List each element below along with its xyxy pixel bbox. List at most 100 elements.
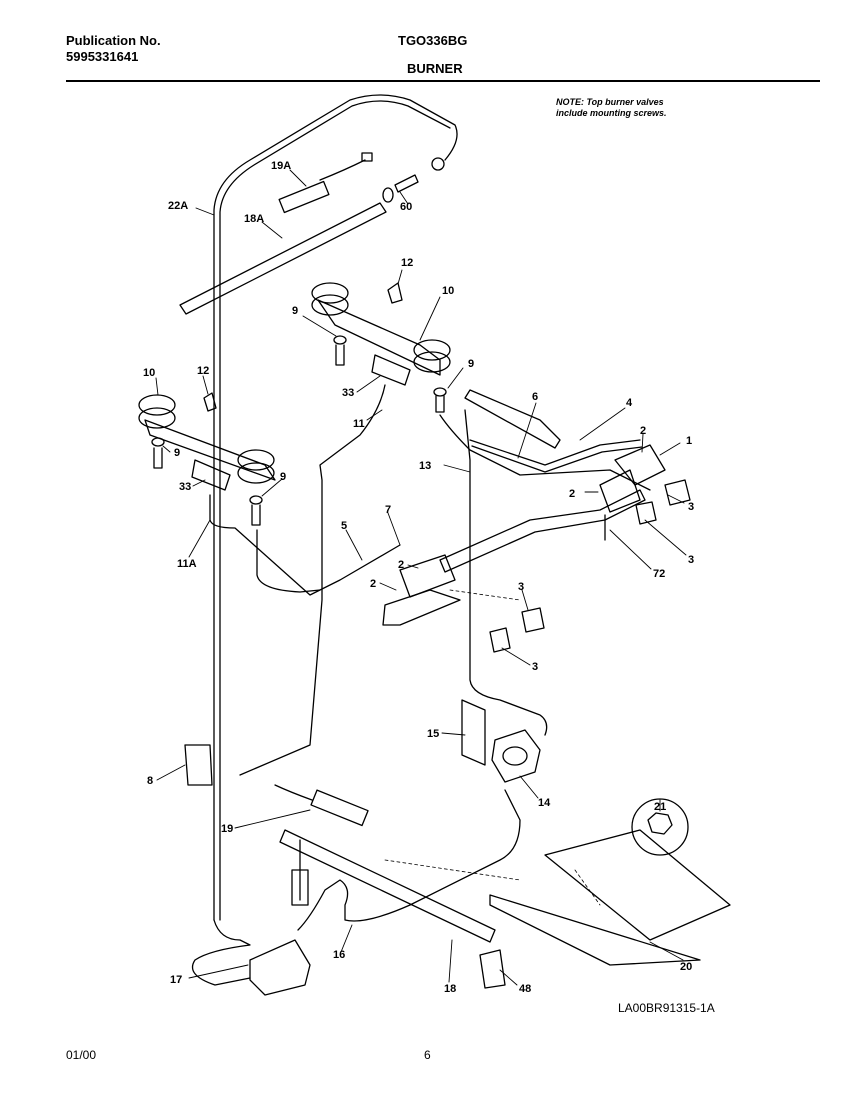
- burner-head-upper-left-base: [311, 294, 349, 316]
- tube-18a: [179, 202, 387, 315]
- bracket-clip-12a: [387, 282, 403, 304]
- orifice-60: [382, 187, 394, 203]
- label-22a: 22A: [168, 200, 188, 212]
- label-3-a: 3: [688, 501, 694, 513]
- tube-11a: [209, 494, 401, 596]
- label-4: 4: [626, 397, 633, 409]
- manifold-valve-1: [614, 444, 666, 486]
- label-20: 20: [680, 961, 692, 973]
- label-60: 60: [400, 201, 412, 213]
- burner-head-lower-left: [138, 394, 176, 416]
- label-2-a: 2: [640, 425, 646, 437]
- label-3-c: 3: [518, 581, 524, 593]
- orifice-fitting: [394, 174, 419, 193]
- orifice-9a-stem: [335, 344, 345, 366]
- bracket-33b: [191, 459, 231, 491]
- label-18: 18: [444, 983, 456, 995]
- label-19a: 19A: [271, 160, 291, 172]
- label-11: 11: [353, 418, 365, 430]
- bake-burner-bracket-48: [479, 949, 506, 989]
- orifice-9b-stem: [435, 395, 445, 413]
- knob-3d: [489, 627, 511, 653]
- bracket-33a: [371, 354, 411, 386]
- label-9-b: 9: [468, 358, 474, 370]
- label-9-c: 9: [174, 447, 180, 459]
- label-12-upper: 12: [401, 257, 413, 269]
- valve-body-lower: [399, 554, 456, 598]
- orifice-9b: [433, 387, 447, 397]
- label-48: 48: [519, 983, 531, 995]
- bake-burner-18: [279, 829, 496, 943]
- burner-head-lower-left-base: [138, 407, 176, 429]
- burner-head-upper-right-base: [413, 351, 451, 373]
- label-33-upper: 33: [342, 387, 354, 399]
- footer-page: 6: [424, 1048, 431, 1062]
- label-3-b: 3: [688, 554, 694, 566]
- burner-bracket-upper: [317, 299, 441, 376]
- label-7: 7: [385, 504, 391, 516]
- bake-burner-18-c: [291, 869, 309, 906]
- label-72: 72: [653, 568, 665, 580]
- model-number: TGO336BG: [398, 33, 468, 48]
- valve-bracket-lower: [382, 589, 461, 626]
- valve-note-line1: NOTE: Top burner valves: [556, 97, 664, 107]
- orifice-9a: [333, 335, 347, 345]
- burner-bracket-lower: [144, 419, 276, 481]
- leader-lines: [155, 169, 687, 986]
- label-8: 8: [147, 775, 153, 787]
- publication-label: Publication No.: [66, 33, 161, 48]
- tube-11a-b: [256, 529, 321, 593]
- tube-4: [469, 439, 641, 466]
- header-rule: [66, 80, 820, 82]
- label-2-c: 2: [398, 559, 404, 571]
- valve-note: NOTE: Top burner valves include mounting…: [556, 97, 667, 119]
- label-10-lower: 10: [143, 367, 155, 379]
- tube-6: [464, 409, 548, 736]
- label-11a: 11A: [177, 558, 197, 570]
- tube-11: [239, 384, 386, 776]
- valve-note-line2: include mounting screws.: [556, 108, 667, 118]
- label-15: 15: [427, 728, 439, 740]
- flame-spreader-20-top: [544, 829, 731, 941]
- label-33-lower: 33: [179, 481, 191, 493]
- igniter-19a-lead: [319, 159, 366, 181]
- igniter-19a-plug: [361, 152, 373, 162]
- oven-valve-17: [249, 939, 311, 996]
- igniter-19: [310, 789, 369, 827]
- label-10-upper: 10: [442, 285, 454, 297]
- burner-head-lower-right-base: [237, 462, 275, 484]
- label-19: 19: [221, 823, 233, 835]
- publication-number: 5995331641: [66, 49, 139, 64]
- burner-head-upper-right: [413, 339, 451, 361]
- label-17: 17: [170, 974, 182, 986]
- knob-3c: [521, 607, 545, 633]
- label-2-b: 2: [569, 488, 575, 500]
- nut-21: [647, 812, 673, 835]
- supply-tube-22a-inner: [219, 100, 451, 921]
- flame-spreader-20: [489, 894, 701, 966]
- orifice-9c: [151, 437, 165, 447]
- label-5: 5: [341, 520, 347, 532]
- knob-3b: [635, 501, 657, 525]
- label-21: 21: [654, 801, 666, 813]
- label-12-lower: 12: [197, 365, 209, 377]
- orifice-9c-stem: [153, 447, 163, 469]
- igniter-19a: [278, 180, 330, 214]
- regulator-14: [491, 729, 541, 783]
- oven-burner-tube: [464, 389, 561, 449]
- nut-21-callout: [631, 798, 689, 856]
- regulator-bracket-15: [461, 699, 486, 766]
- tube-13: [439, 414, 651, 491]
- bracket-clip-12b: [203, 392, 217, 412]
- label-9-d: 9: [280, 471, 286, 483]
- tube-16: [297, 789, 521, 931]
- footer-date: 01/00: [66, 1048, 97, 1062]
- burner-head-upper-left: [311, 282, 349, 304]
- alignment-dashes: [384, 589, 601, 906]
- tube-4-b: [471, 445, 643, 473]
- label-1: 1: [686, 435, 692, 447]
- knob-3a: [664, 479, 691, 506]
- section-title: BURNER: [407, 61, 463, 76]
- label-9-a: 9: [292, 305, 298, 317]
